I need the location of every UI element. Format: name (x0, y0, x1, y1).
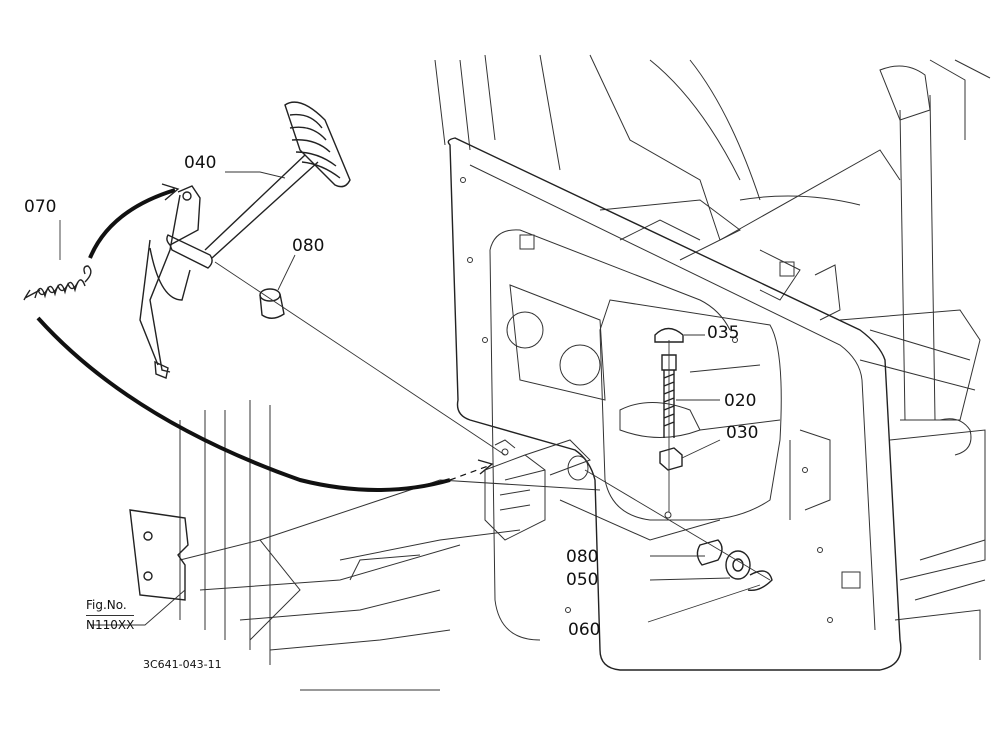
arrow-070-to-bracket-dash (449, 465, 489, 481)
callout-080-top: 080 (292, 236, 325, 256)
pin-axis (584, 469, 771, 581)
callout-070: 070 (24, 197, 57, 217)
callout-050: 050 (566, 570, 599, 590)
figure-label: Fig.No. (86, 598, 127, 612)
side-bracket (129, 509, 189, 601)
mounting-panel (447, 137, 902, 671)
pin-set-bottom (696, 539, 773, 591)
callout-035: 035 (707, 323, 740, 343)
axis-line (214, 261, 506, 456)
arrow-070-to-bracket (36, 316, 451, 492)
pedal-040 (139, 101, 351, 379)
callout-030: 030 (726, 423, 759, 443)
leader-lines (59, 171, 761, 626)
figure-number-block: Fig.No. N110XX (86, 598, 135, 633)
arrow-070-to-040 (88, 188, 176, 259)
callout-080-bottom: 080 (566, 547, 599, 567)
callout-060: 060 (568, 620, 601, 640)
arrow-070-to-040-head (161, 183, 180, 201)
arrow-070-to-bracket-head (477, 459, 494, 475)
callout-040: 040 (184, 153, 217, 173)
bushing-080-top (259, 288, 285, 319)
figure-number: N110XX (86, 615, 135, 633)
pivot-bracket (484, 439, 591, 541)
drawing-code: 3C641-043-11 (143, 658, 222, 671)
callout-020: 020 (724, 391, 757, 411)
spring-070 (23, 265, 92, 301)
tractor-frame (179, 54, 991, 691)
